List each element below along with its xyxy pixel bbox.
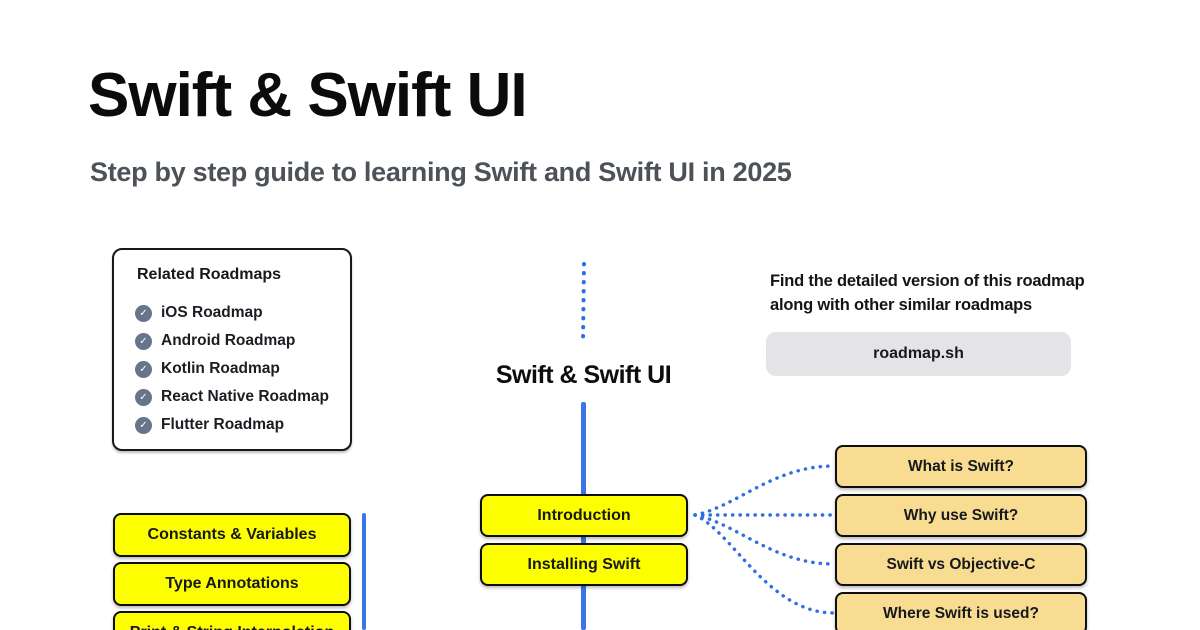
topic-why-use-swift[interactable]: Why use Swift? (835, 494, 1087, 537)
roadmap-center-title: Swift & Swift UI (495, 361, 672, 389)
related-item-label: Kotlin Roadmap (161, 360, 280, 377)
node-constants-variables[interactable]: Constants & Variables (113, 513, 351, 557)
page-subtitle: Step by step guide to learning Swift and… (90, 157, 792, 187)
related-item-label: Android Roadmap (161, 332, 296, 349)
related-item-ios[interactable]: ✓ iOS Roadmap (114, 299, 350, 327)
related-roadmaps-panel: Related Roadmaps ✓ iOS Roadmap ✓ Android… (112, 248, 352, 451)
related-item-android[interactable]: ✓ Android Roadmap (114, 327, 350, 355)
check-icon: ✓ (135, 360, 152, 378)
dotted-line-top (581, 262, 586, 344)
related-item-react-native[interactable]: ✓ React Native Roadmap (114, 383, 350, 411)
page-title: Swift & Swift UI (88, 61, 528, 130)
node-print-string-interpolation[interactable]: Print & String Interpolation (113, 611, 351, 630)
topic-swift-vs-objective-c[interactable]: Swift vs Objective-C (835, 543, 1087, 586)
related-item-kotlin[interactable]: ✓ Kotlin Roadmap (114, 355, 350, 383)
related-roadmaps-title: Related Roadmaps (137, 266, 282, 283)
node-type-annotations[interactable]: Type Annotations (113, 562, 351, 606)
related-item-label: iOS Roadmap (161, 304, 263, 321)
check-icon: ✓ (135, 304, 152, 322)
node-installing-swift[interactable]: Installing Swift (480, 543, 688, 586)
check-icon: ✓ (135, 332, 152, 350)
topic-what-is-swift[interactable]: What is Swift? (835, 445, 1087, 488)
check-icon: ✓ (135, 388, 152, 406)
topic-connectors (693, 464, 836, 615)
topic-where-swift-is-used[interactable]: Where Swift is used? (835, 592, 1087, 630)
related-roadmaps-list: ✓ iOS Roadmap ✓ Android Roadmap ✓ Kotlin… (114, 299, 350, 439)
promo-text-line1: Find the detailed version of this roadma… (770, 272, 1085, 290)
rail-line-left (362, 513, 366, 630)
related-item-label: Flutter Roadmap (161, 416, 285, 433)
related-item-label: React Native Roadmap (161, 388, 329, 405)
promo-text-line2: along with other similar roadmaps (770, 296, 1033, 314)
node-introduction[interactable]: Introduction (480, 494, 688, 537)
roadmapsh-button[interactable]: roadmap.sh (766, 332, 1071, 376)
check-icon: ✓ (135, 416, 152, 434)
related-item-flutter[interactable]: ✓ Flutter Roadmap (114, 411, 350, 439)
